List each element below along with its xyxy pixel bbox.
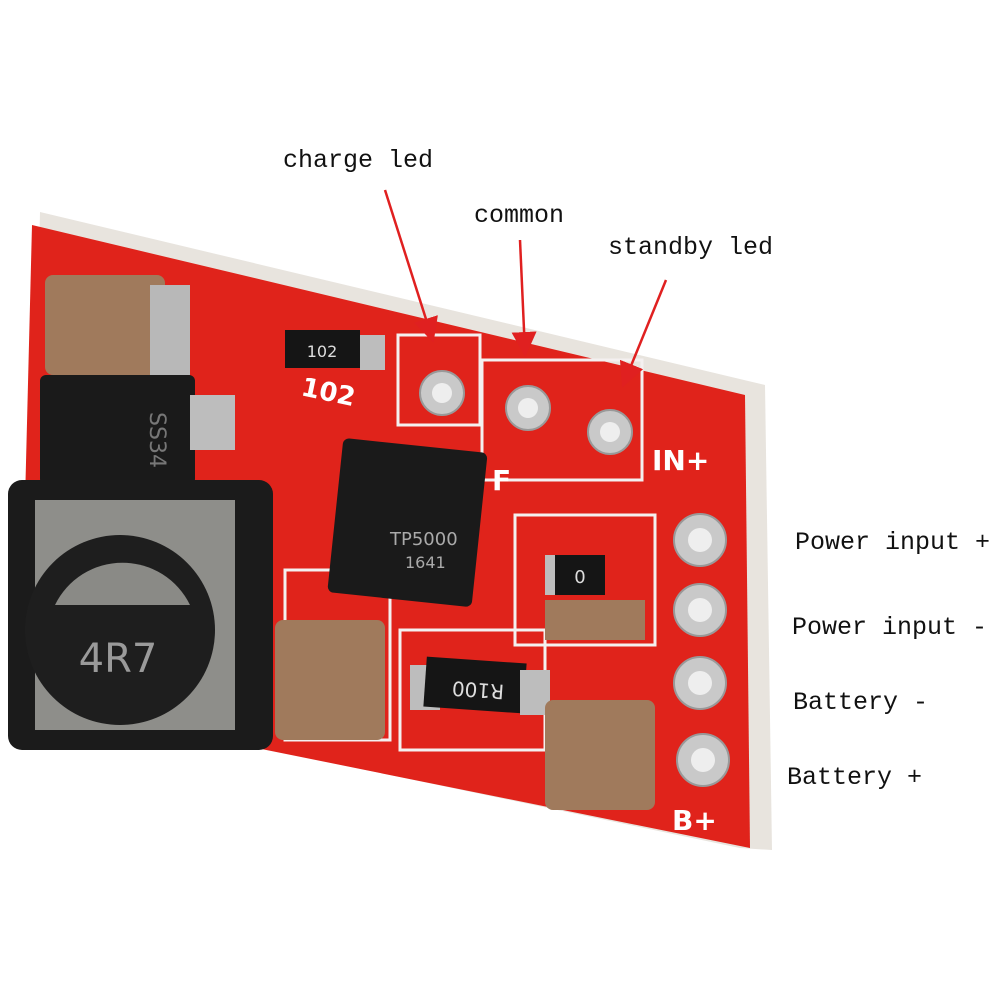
resistor-r100-marking: R100 bbox=[451, 676, 505, 704]
arrow-charge-led bbox=[383, 189, 438, 343]
diode-ss34 bbox=[40, 375, 195, 485]
resistor-0 bbox=[555, 555, 605, 595]
label-power-input-plus: Power input + bbox=[795, 528, 991, 557]
diode-marking: SS34 bbox=[144, 412, 169, 468]
capacitor-bottom bbox=[545, 700, 655, 810]
resistor-102-marking: 102 bbox=[307, 342, 338, 361]
label-common: common bbox=[474, 201, 565, 230]
label-battery-minus: Battery - bbox=[793, 688, 929, 717]
resistor-0-marking: 0 bbox=[574, 567, 585, 588]
silk-in-plus: IN+ bbox=[652, 444, 709, 477]
arrow-standby-led bbox=[619, 279, 668, 388]
resistor-102 bbox=[285, 330, 360, 368]
label-power-input-minus: Power input - bbox=[792, 613, 988, 642]
label-standby-led: standby led bbox=[608, 233, 774, 262]
capacitor-top-left bbox=[45, 275, 165, 375]
label-charge-led: charge led bbox=[283, 146, 434, 175]
inductor-marking: 4R7 bbox=[79, 636, 158, 682]
silk-f: F bbox=[492, 464, 511, 497]
capacitor-mid bbox=[275, 620, 385, 740]
tp5000-chip bbox=[327, 438, 488, 607]
resistor-r100 bbox=[423, 656, 527, 714]
arrow-common bbox=[511, 239, 537, 357]
silk-b-plus: B+ bbox=[672, 804, 717, 837]
chip-code: 1641 bbox=[405, 553, 446, 572]
label-battery-plus: Battery + bbox=[787, 763, 923, 792]
chip-marking: TP5000 bbox=[389, 529, 458, 550]
